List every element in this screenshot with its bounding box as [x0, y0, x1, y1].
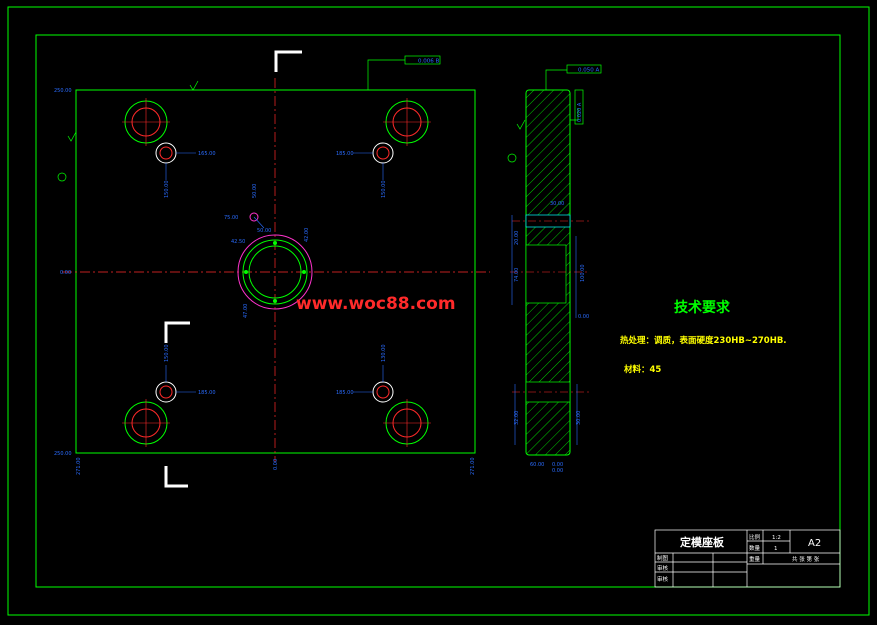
dim-c4: 47.00: [243, 304, 249, 318]
section-mark-mid: [164, 321, 190, 343]
draw-label: 制图: [657, 554, 669, 562]
inner-frame: [35, 34, 841, 588]
dim-hole-ur-y: 150.00: [381, 181, 387, 199]
watermark: www.woc88.com: [296, 294, 456, 314]
gdt-side-frame: [566, 64, 602, 74]
dim-side-d: 100.00: [580, 265, 586, 283]
weight-label: 重量: [749, 555, 761, 563]
dim-c3: 42.50: [231, 239, 245, 245]
plate-outline: [75, 89, 476, 454]
gdt-front-frame: [404, 55, 441, 65]
side-view: 30.00 20.00 74.00 100.00 0.00 60.00 0.00…: [507, 64, 602, 474]
dim-side-e: 0.00: [578, 314, 589, 320]
qty-value: 1: [774, 546, 778, 552]
dim-c2: 50.00: [252, 184, 258, 198]
center-ring: [237, 212, 313, 310]
dim-side-c: 74.00: [514, 268, 520, 282]
scale-value: 1:2: [772, 535, 781, 541]
roughness-marks: [57, 80, 199, 182]
tech-line1: 热处理：调质，表面硬度230HB~270HB.: [620, 335, 787, 346]
dim-hole-ul-x: 165.00: [198, 151, 216, 157]
dim-top-left: 250.00: [54, 88, 72, 94]
dim-x-left: 271.00: [76, 458, 82, 476]
gdt-front-text: 0.006 B: [418, 59, 439, 65]
dim-hole-ur-x: 185.00: [336, 151, 354, 157]
dim-side-i: 30.00: [576, 411, 582, 425]
dim-center-y: 0.00: [60, 270, 71, 276]
dim-c5: 42.00: [304, 228, 310, 242]
tech-heading: 技术要求: [674, 299, 731, 316]
dim-x-right: 271.00: [470, 458, 476, 476]
screw-holes: [155, 142, 394, 403]
review-label: 审核: [657, 575, 669, 583]
gdt-side-v-text: 0.020 A: [577, 102, 583, 122]
dim-hole-ll-y: 150.00: [164, 345, 170, 363]
gdt-side-text: 0.050 A: [578, 68, 599, 74]
scale-label: 比例: [749, 533, 761, 541]
section-mark-bottom: [164, 466, 188, 488]
qty-label: 数量: [749, 544, 761, 552]
dim-c6: 50.00: [257, 228, 271, 234]
dim-side-j: 0.00: [552, 468, 563, 474]
dim-hole-lr-y: 130.00: [381, 345, 387, 363]
front-view: 250.00 250.00 0.00 271.00 0.00 271.00 16…: [54, 50, 490, 488]
title-block: [654, 529, 841, 588]
section-mark-top: [274, 50, 302, 72]
dim-hole-lr-x: 185.00: [336, 390, 354, 396]
dim-side-g: 0.00: [552, 462, 563, 468]
dim-x-center: 0.00: [273, 459, 279, 470]
dim-hole-ul-y: 150.00: [164, 181, 170, 199]
outer-frame: [7, 6, 870, 616]
dim-side-f: 60.00: [530, 462, 544, 468]
dim-side-h: 32.00: [514, 411, 520, 425]
corner-holes: [122, 98, 431, 447]
dim-bottom-left: 250.00: [54, 451, 72, 457]
sheet-label: 共 张 第 张: [792, 555, 820, 563]
check-label: 审核: [657, 564, 669, 572]
dim-c1: 75.00: [224, 215, 238, 221]
part-name: 定模座板: [680, 535, 725, 549]
tech-line2: 材料：45: [623, 364, 661, 375]
dim-side-b: 20.00: [514, 231, 520, 245]
gdt-side-v-frame: [574, 89, 584, 125]
sheet-size: A2: [808, 538, 821, 549]
dim-hole-ll-x: 185.00: [198, 390, 216, 396]
dim-side-a: 30.00: [550, 201, 564, 207]
